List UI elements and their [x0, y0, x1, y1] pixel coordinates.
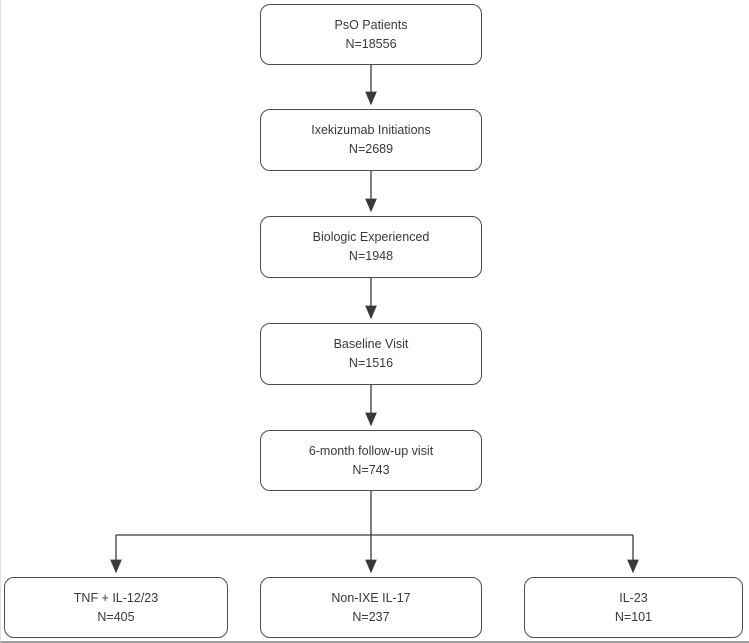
node-label: Biologic Experienced	[312, 230, 430, 245]
node-label: IL-23	[619, 590, 648, 605]
flow-node-ixekizumab-initiations: Ixekizumab Initiations N=2689	[260, 109, 482, 171]
node-count: N=101	[614, 609, 653, 624]
flow-node-non-ixe-il-17: Non-IXE IL-17 N=237	[260, 577, 482, 638]
flow-node-tnf-il-12-23: TNF + IL-12/23 N=405	[4, 577, 228, 638]
flow-node-pso-patients: PsO Patients N=18556	[260, 4, 482, 65]
node-label: 6-month follow-up visit	[308, 443, 434, 458]
node-label: Baseline Visit	[333, 337, 409, 352]
node-count: N=405	[97, 609, 135, 624]
flow-node-il-23: IL-23 N=101	[524, 577, 743, 638]
flow-node-baseline-visit: Baseline Visit N=1516	[260, 323, 482, 385]
node-label: Ixekizumab Initiations	[311, 123, 431, 138]
node-label: TNF + IL-12/23	[73, 590, 159, 605]
flow-node-6-month-follow-up: 6-month follow-up visit N=743	[260, 430, 482, 491]
node-count: N=743	[352, 462, 390, 477]
node-label: Non-IXE IL-17	[331, 590, 411, 605]
node-count: N=237	[352, 609, 390, 624]
node-count: N=18556	[345, 36, 397, 51]
node-count: N=1948	[348, 249, 394, 263]
node-count: N=2689	[348, 142, 394, 156]
node-label: PsO Patients	[334, 17, 408, 32]
flow-node-biologic-experienced: Biologic Experienced N=1948	[260, 216, 482, 278]
node-count: N=1516	[348, 356, 394, 370]
